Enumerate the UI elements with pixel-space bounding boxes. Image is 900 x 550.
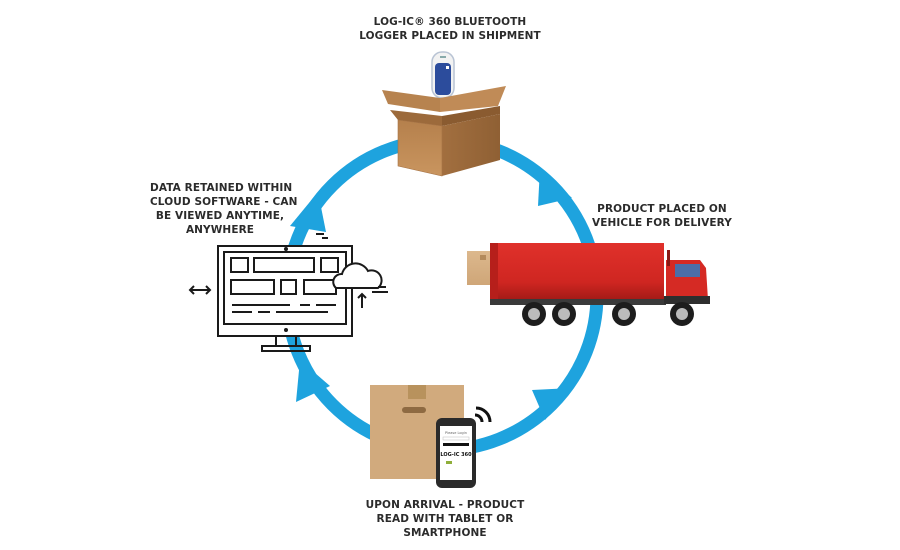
label-line: VEHICLE FOR DELIVERY (592, 217, 732, 229)
upload-arrow-icon (357, 292, 367, 308)
phone-brand-logo: LOG-IC 360 (440, 452, 472, 458)
label-line: LOGGER PLACED IN SHIPMENT (359, 30, 541, 42)
smartphone-icon: Please Login LOG-IC 360 (436, 418, 476, 488)
phone-screen-title: Please Login (445, 431, 467, 435)
step-label-logger-placed: LOG-IC® 360 BLUETOOTH LOGGER PLACED IN S… (345, 15, 555, 43)
step-label-cloud-data: DATA RETAINED WITHIN CLOUD SOFTWARE - CA… (150, 181, 298, 237)
arrow-head-to-monitor (296, 360, 330, 402)
cloud-icon (332, 262, 383, 289)
label-line: CLOUD SOFTWARE - CAN (150, 196, 298, 208)
label-line: READ WITH TABLET OR (376, 513, 514, 525)
label-line: BE VIEWED ANYTIME, (155, 210, 285, 222)
logger-device-icon (431, 51, 455, 99)
wireless-signal-icon (474, 406, 492, 423)
step-label-arrival-read: UPON ARRIVAL - PRODUCT READ WITH TABLET … (345, 498, 545, 540)
arrow-head-to-box (290, 192, 326, 232)
label-line: ANYWHERE (185, 224, 255, 236)
label-line: LOG-IC® 360 BLUETOOTH (373, 16, 527, 28)
label-line: SMARTPHONE (403, 527, 487, 539)
monitor-cloud-icon (188, 233, 388, 352)
double-arrow-icon (188, 285, 212, 295)
arrow-head-to-phone (532, 388, 572, 420)
label-line: UPON ARRIVAL - PRODUCT (365, 499, 525, 511)
box-and-smartphone-icon: Please Login LOG-IC 360 (370, 385, 492, 488)
truck-wheels (522, 302, 694, 326)
arrow-head-to-truck (538, 168, 572, 206)
open-box-with-logger-icon (382, 51, 506, 177)
label-line: PRODUCT PLACED ON (597, 203, 727, 215)
label-line: DATA RETAINED WITHIN (150, 182, 293, 194)
delivery-truck-icon (467, 243, 710, 326)
step-label-vehicle-delivery: PRODUCT PLACED ON VEHICLE FOR DELIVERY (582, 202, 742, 230)
cargo-box-icon (467, 251, 491, 285)
